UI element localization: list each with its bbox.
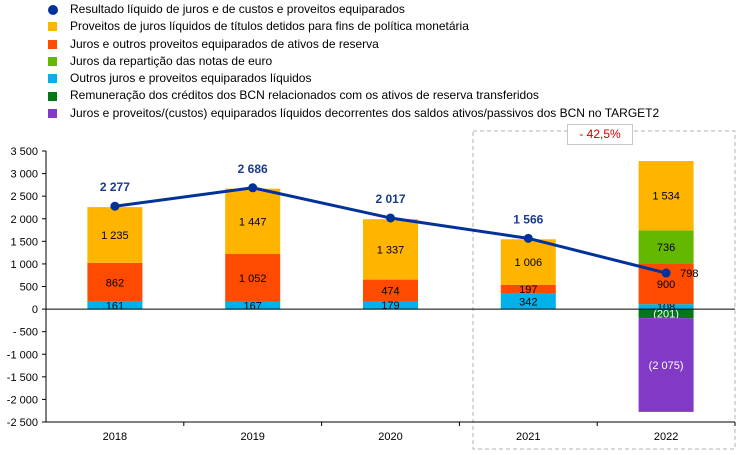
legend-item: Juros e proveitos/(custos) equiparados l… (48, 105, 659, 122)
bar-segment-label: 862 (106, 277, 124, 289)
bar-segment-label: (201) (653, 309, 679, 321)
legend-item: Outros juros e proveitos equiparados líq… (48, 70, 659, 87)
legend-swatch (48, 4, 58, 15)
bar-segment (500, 239, 556, 285)
bar-segment-label: 1 534 (652, 191, 680, 203)
legend-item: Resultado líquido de juros e de custos e… (48, 1, 659, 18)
y-tick-label: 2 500 (10, 191, 38, 203)
bar-segment-label: 167 (244, 300, 262, 312)
y-tick-label: 3 500 (10, 146, 38, 158)
legend-swatch (48, 22, 57, 32)
legend-label: Outros juros e proveitos equiparados líq… (70, 71, 312, 86)
bar-segment (225, 188, 281, 255)
bar-segment-label: 179 (381, 300, 399, 312)
legend-item: Proveitos de juros líquidos de títulos d… (48, 18, 659, 35)
bar-segment (363, 279, 418, 301)
legend-item: Remuneração dos créditos dos BCN relacio… (48, 87, 659, 104)
legend-label: Resultado líquido de juros e de custos e… (70, 2, 405, 16)
bar-segment-label: 1 006 (515, 257, 543, 269)
legend-label: Juros da repartição das notas de euro (70, 53, 273, 68)
bar-segment (87, 207, 143, 263)
x-tick-label: 2018 (103, 431, 127, 443)
bar-segment-label: 1 447 (239, 216, 267, 228)
y-tick-label: -1 000 (7, 349, 38, 361)
bar-segment (638, 304, 694, 310)
legend-swatch (48, 91, 57, 101)
legend-label: Juros e outros proveitos equiparados de … (70, 36, 379, 51)
line-point-label: 2 277 (100, 180, 130, 194)
y-tick-label: 1 000 (10, 259, 38, 271)
bar-segment (500, 284, 556, 294)
legend-swatch (48, 39, 57, 49)
bar-segment (363, 300, 418, 310)
bar-segment-label: 1 337 (377, 244, 405, 256)
y-tick-label: 1 500 (10, 236, 38, 248)
legend-swatch (48, 57, 57, 67)
bar-segment (638, 309, 694, 319)
legend-label: Juros e proveitos/(custos) equiparados l… (70, 105, 660, 120)
legend-swatch (48, 108, 57, 118)
bar-segment-label: 161 (106, 300, 124, 312)
line-point (248, 183, 258, 193)
x-tick-label: 2020 (378, 431, 402, 443)
bar-segment (500, 293, 556, 310)
y-tick-label: 3 000 (10, 169, 38, 181)
y-tick-label: 0 (32, 304, 38, 316)
bar-segment (225, 301, 281, 310)
legend-label: Proveitos de juros líquidos de títulos d… (70, 19, 469, 34)
legend-label: Remuneração dos créditos dos BCN relacio… (70, 88, 539, 103)
y-tick-label: -1 500 (7, 372, 38, 384)
bar-segment (87, 301, 143, 310)
bar-segment-label: 342 (519, 296, 537, 308)
bar-segment-label: 197 (519, 284, 537, 296)
y-tick-label: 500 (20, 282, 38, 294)
percent-change-annotation: - 42,5% (567, 124, 633, 145)
line-point (110, 201, 120, 211)
bar-segment-label: 474 (381, 285, 399, 297)
bar-segment (87, 262, 143, 302)
line-point-label: 798 (680, 268, 698, 280)
line-point (386, 213, 395, 223)
bar-segment (638, 318, 694, 412)
y-tick-label: -2 000 (7, 394, 38, 406)
legend-item: Juros da repartição das notas de euro (48, 53, 659, 70)
line-point-label: 1 566 (513, 212, 543, 226)
legend-item: Juros e outros proveitos equiparados de … (48, 36, 659, 53)
y-tick-label: -2 500 (7, 417, 38, 429)
line-point (523, 233, 533, 243)
x-tick-label: 2021 (516, 431, 540, 443)
x-tick-label: 2022 (654, 431, 678, 443)
legend-swatch (48, 74, 57, 84)
bar-segment-label: 900 (657, 279, 675, 291)
y-tick-label: 2 000 (10, 214, 38, 226)
bar-segment (225, 254, 281, 302)
line-point-label: 2 017 (375, 192, 405, 206)
bar-segment (638, 230, 694, 264)
bar-segment-label: 736 (657, 242, 675, 254)
x-tick-label: 2019 (240, 431, 264, 443)
bar-segment-label: (2 075) (649, 360, 684, 372)
bar-segment (638, 161, 694, 231)
line-point-label: 2 686 (238, 162, 268, 176)
chart-legend: Resultado líquido de juros e de custos e… (48, 1, 659, 122)
highlight-box (472, 130, 736, 450)
bar-segment-label: 1 235 (101, 230, 129, 242)
bar-segment (363, 219, 418, 280)
y-tick-label: - 500 (13, 327, 38, 339)
line-point (661, 268, 671, 278)
bar-segment-label: 1 052 (239, 273, 267, 285)
